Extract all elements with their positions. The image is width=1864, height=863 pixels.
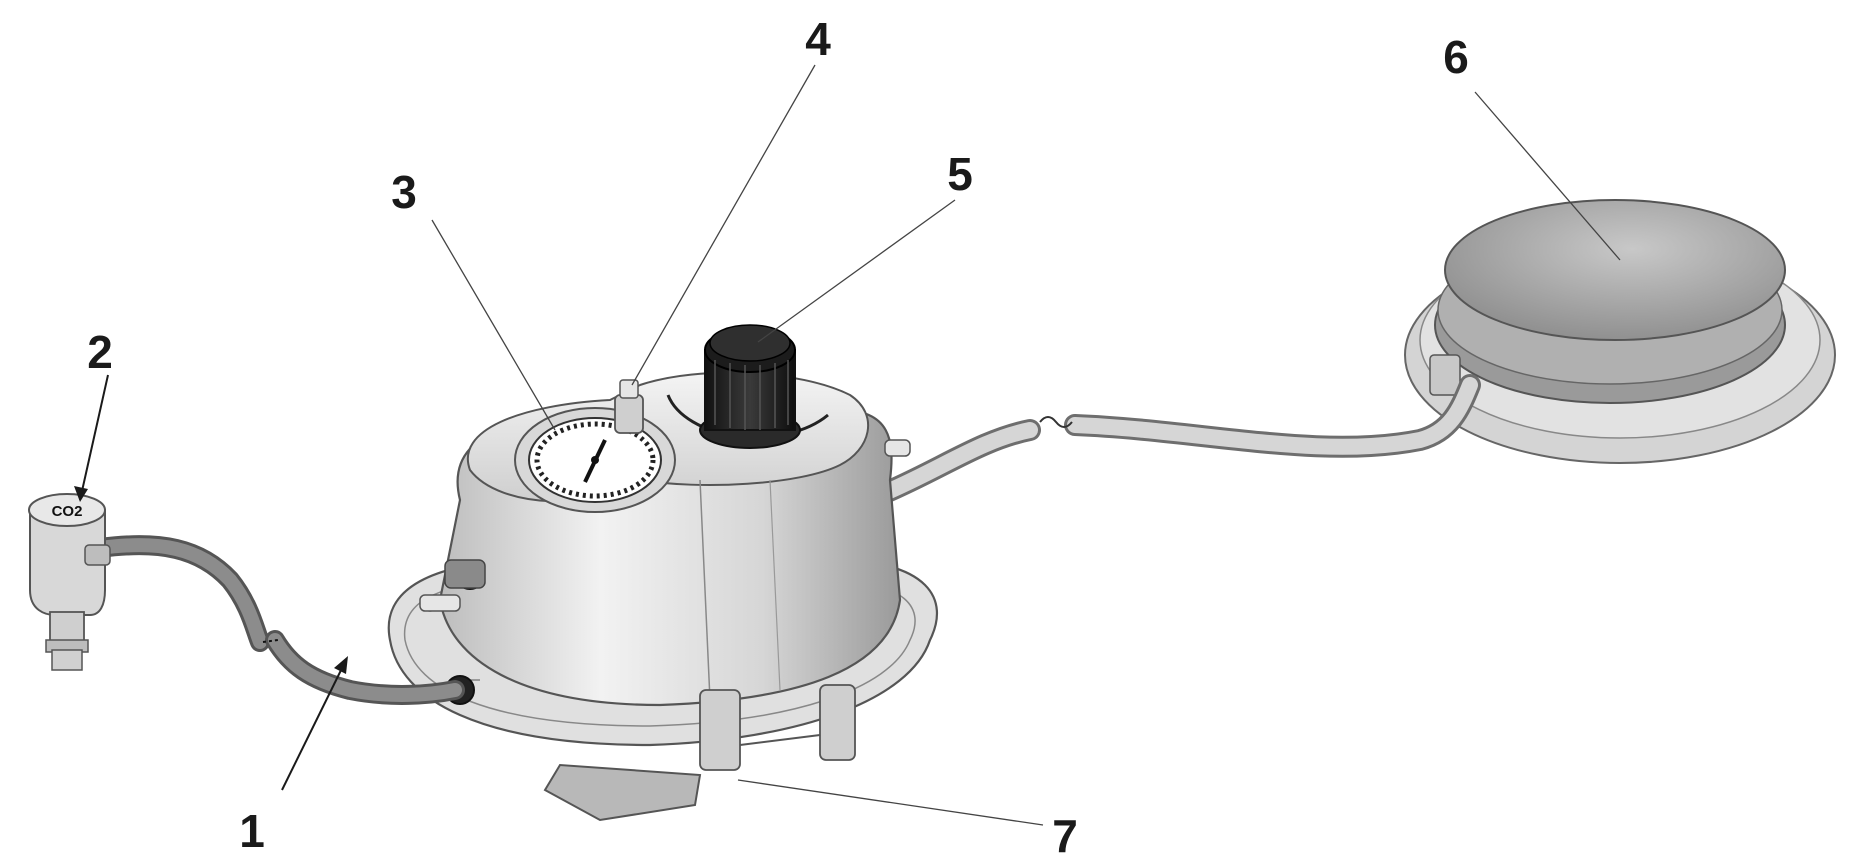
callout-5: 5 bbox=[947, 148, 973, 200]
foot-pad bbox=[1404, 199, 1836, 464]
co2-cartridge-adapter: CO2 bbox=[28, 493, 111, 671]
callout-6: 6 bbox=[1443, 31, 1469, 83]
callout-2: 2 bbox=[87, 326, 113, 378]
callout-4: 4 bbox=[805, 13, 831, 65]
relief-valve bbox=[614, 379, 644, 434]
callout-labels: 1 2 3 4 5 6 7 bbox=[87, 13, 1469, 862]
callout-3: 3 bbox=[391, 166, 417, 218]
co2-label: CO2 bbox=[52, 503, 83, 520]
leader-lines bbox=[74, 64, 1621, 826]
pressure-gauge bbox=[514, 407, 676, 513]
callout-7: 7 bbox=[1052, 810, 1078, 862]
supply-hose bbox=[90, 535, 465, 705]
pad-hose bbox=[869, 374, 1481, 506]
callout-1: 1 bbox=[239, 805, 265, 857]
